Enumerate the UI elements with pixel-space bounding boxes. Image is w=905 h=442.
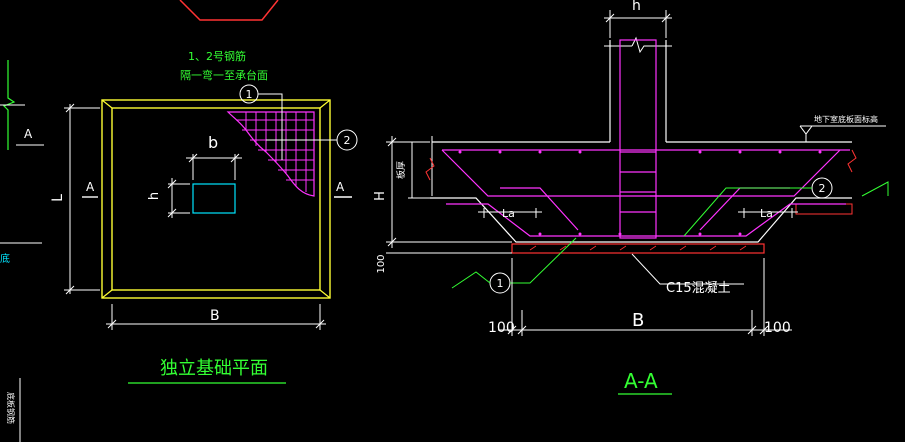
plan-outer-edge: [101, 99, 331, 299]
label-concrete: C15混凝土: [666, 280, 731, 296]
label-la-right: La: [760, 207, 773, 220]
plan-title: 独立基础平面: [160, 358, 268, 379]
label-la-left: La: [502, 207, 515, 220]
section-mark-right: A: [336, 180, 345, 194]
left-fragment: A 底 底板钢筋: [0, 60, 44, 442]
section-title: A-A: [624, 369, 658, 393]
dim-b: b: [208, 133, 218, 152]
plan-bubble-2-label: 2: [344, 134, 351, 147]
left-bottom-text: 底板钢筋: [6, 392, 16, 424]
rebar-mesh: [226, 111, 315, 197]
left-cut-text: 底: [0, 252, 10, 265]
plan-inner-edge: [111, 107, 321, 291]
concrete-cushion: [511, 243, 765, 254]
dim-L: L: [50, 194, 66, 202]
dim-100-vertical: 100: [376, 254, 387, 273]
dim-h: h: [147, 192, 162, 200]
section-aa: h: [373, 0, 889, 395]
note-line-2: 隔一弯一至承台面: [180, 68, 268, 82]
foundation-plan: b h L B A A 1、2号钢筋 隔一弯一至承台面 1: [50, 49, 358, 384]
dim-100-right: 100: [764, 320, 791, 336]
break-line: [2, 60, 16, 150]
left-section-mark: A: [24, 127, 33, 141]
dim-B-section: B: [632, 310, 644, 331]
column-outline: [192, 183, 236, 214]
rebar-dots: [458, 150, 822, 236]
plan-bubble-1-label: 1: [246, 88, 253, 101]
floor-level-label: 地下室底板面标高: [814, 114, 878, 124]
column-rebar: [619, 39, 657, 239]
dim-100-left: 100: [488, 320, 515, 336]
note-line-1: 1、2号钢筋: [188, 49, 246, 63]
section-mark-left: A: [86, 180, 95, 194]
section-dim-top-h: h: [632, 0, 641, 14]
dim-B-plan: B: [210, 308, 220, 324]
section-bubble-1-label: 1: [497, 277, 504, 290]
top-cut-shape: [179, 0, 279, 21]
section-bubble-2-label: 2: [819, 182, 826, 195]
dim-H: H: [373, 191, 388, 201]
dim-thickness: 板厚: [395, 161, 407, 179]
